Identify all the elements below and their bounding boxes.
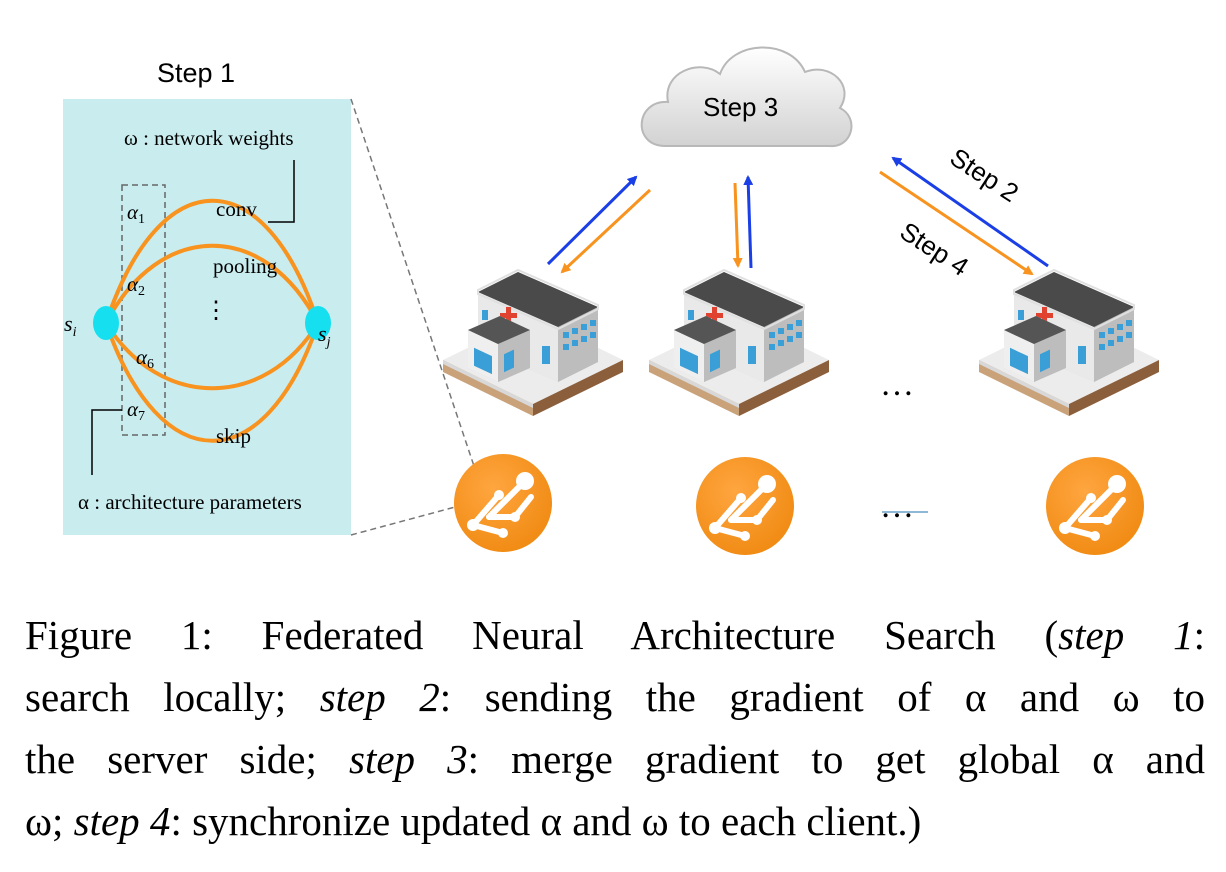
alpha-leader: [91, 409, 122, 475]
step1-title: Step 1: [157, 58, 235, 88]
hospital-building-3: [978, 269, 1160, 417]
op-conv-label: conv: [216, 197, 257, 221]
figure-caption: Figure 1: Federated Neural Architecture …: [25, 604, 1205, 852]
edge-conv: [104, 198, 320, 324]
arrow-step2: [891, 156, 1049, 268]
edge-pooling: [104, 243, 320, 324]
op-vdots: ⋮: [204, 298, 228, 324]
node-si: [93, 306, 119, 340]
hospital-building-2: [648, 269, 830, 417]
node-si-label: si: [64, 311, 77, 340]
step2-label: Step 2: [945, 142, 1024, 208]
alpha-dashed-box: [121, 184, 166, 436]
alpha-7-label: α7: [127, 397, 145, 424]
logos-ellipsis: …: [880, 488, 914, 525]
op-pooling-label: pooling: [213, 254, 278, 278]
alpha-2-label: α2: [127, 272, 145, 299]
omega-label: ω : network weights: [124, 126, 294, 150]
omega-leader: [268, 160, 295, 223]
cloud: Step 3: [640, 46, 853, 148]
client-logo-1: [454, 454, 552, 552]
arrow-mid-up: [743, 175, 754, 269]
caption-line-1: Figure 1: Federated Neural Architecture …: [25, 612, 1205, 658]
edge-alpha6: [104, 321, 320, 391]
operation-edges: [104, 198, 320, 443]
arrow-mid-down: [732, 182, 743, 268]
alpha-label: α : architecture parameters: [78, 490, 302, 514]
arrow-step4: [879, 170, 1034, 276]
client-logo-2: [696, 457, 794, 555]
client-logo-3: [1046, 457, 1144, 555]
caption-line-2: search locally; step 2: sending the grad…: [25, 674, 1205, 720]
hospital-building-1: [442, 269, 624, 417]
edge-skip: [104, 322, 320, 443]
alpha-1-label: α1: [127, 200, 145, 227]
cloud-label: Step 3: [703, 92, 778, 122]
zoom-line-top: [350, 98, 479, 479]
figure: Step 1 si sj α1 α2 α6 α7 conv pooling ⋮ …: [63, 46, 1160, 600]
caption-line-4: ω; step 4: synchronize updated α and ω t…: [25, 798, 922, 844]
arrow-left-up: [546, 175, 638, 266]
caption-line-3: the server side; step 3: merge gradient …: [25, 736, 1205, 782]
node-sj-label: sj: [318, 321, 331, 350]
zoom-line-bottom: [350, 502, 471, 536]
buildings-ellipsis: …: [880, 366, 914, 403]
arrow-left-down: [560, 188, 652, 274]
op-skip-label: skip: [216, 424, 251, 448]
alpha-6-label: α6: [136, 345, 154, 372]
node-sj: [305, 306, 331, 340]
